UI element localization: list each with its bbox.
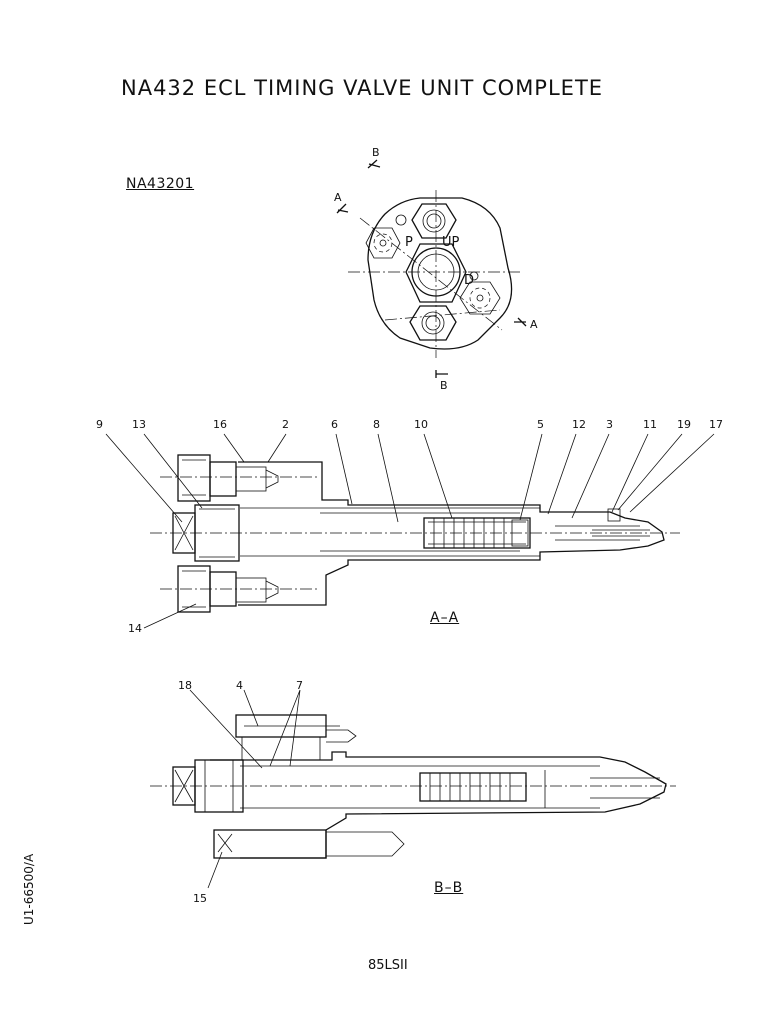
left-end-nut [172, 504, 240, 562]
valve-block-outline [367, 197, 513, 350]
callout-12: 12 [572, 418, 586, 431]
callout-17: 17 [709, 418, 723, 431]
section-mark-b-bottom-label: B [440, 379, 448, 392]
section-mark-b-top: B [367, 146, 381, 169]
port-label-d: D [464, 273, 474, 288]
top-view: A B A B [334, 146, 538, 392]
part-code: NA43201 [126, 176, 195, 192]
callout-15: 15 [193, 892, 207, 905]
section-mark-a-right-label: A [530, 318, 538, 331]
port-label-p: P [405, 235, 413, 250]
footer-code: 85LSII [368, 958, 408, 973]
center-nut [405, 243, 467, 303]
bottom-plug [409, 305, 457, 341]
drawing-title: NA432 ECL TIMING VALVE UNIT COMPLETE [121, 76, 604, 100]
callout-13: 13 [132, 418, 146, 431]
callout-19: 19 [677, 418, 691, 431]
top-plug [411, 203, 457, 239]
callout-18: 18 [178, 679, 192, 692]
document-number: U1-66500/A [22, 853, 36, 925]
callout-4: 4 [236, 679, 243, 692]
callout-11: 11 [643, 418, 657, 431]
mounting-hole [469, 271, 479, 281]
callout-7: 7 [296, 679, 303, 692]
mounting-pin-lower [213, 829, 327, 859]
section-mark-b-bottom: B [435, 370, 448, 392]
callout-5: 5 [537, 418, 544, 431]
callout-10: 10 [414, 418, 428, 431]
callout-9: 9 [96, 418, 103, 431]
spring-housing-bb [419, 772, 527, 802]
section-mark-a-right: A [514, 317, 538, 331]
section-bb-view: 18 4 7 15 [150, 679, 676, 905]
section-aa-view: 9 13 16 2 6 8 10 5 12 3 11 19 17 14 [96, 418, 723, 635]
port-label-up: UP [442, 235, 460, 250]
callout-14: 14 [128, 622, 142, 635]
callout-8: 8 [373, 418, 380, 431]
callout-6: 6 [331, 418, 338, 431]
mounting-hole [395, 214, 407, 226]
callout-3: 3 [606, 418, 613, 431]
upper-fitting [177, 454, 279, 502]
section-mark-a-top: A [334, 191, 349, 214]
section-mark-a-top-label: A [334, 191, 342, 204]
section-label-bb: B–B [434, 880, 464, 896]
callout-16: 16 [213, 418, 227, 431]
callout-2: 2 [282, 418, 289, 431]
p-port-fitting [365, 227, 401, 259]
d-port-fitting [459, 281, 501, 315]
section-label-aa: A–A [430, 610, 460, 626]
section-mark-b-top-label: B [372, 146, 380, 159]
